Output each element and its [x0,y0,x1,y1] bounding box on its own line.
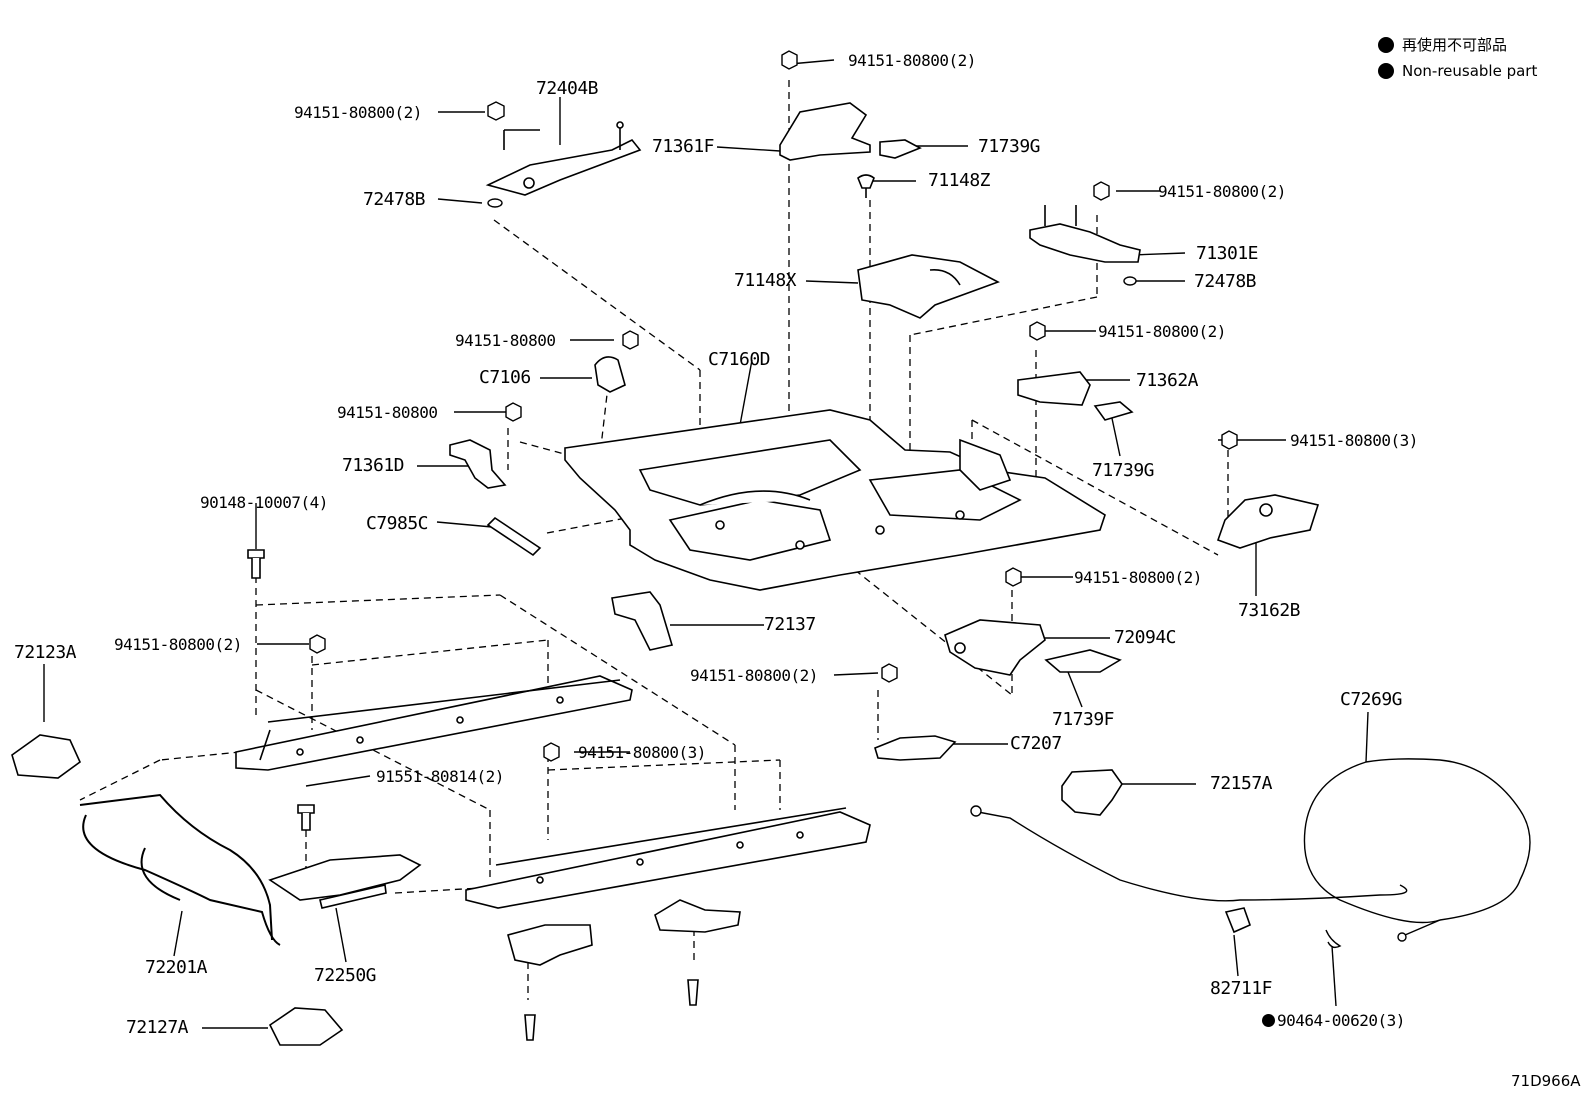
label-94151-80800-2-left[interactable]: 94151-80800(2) [114,635,242,654]
label-90464-00620-3[interactable]: 90464-00620(3) [1262,1011,1405,1031]
part-71739F [1044,649,1122,673]
part-left-rail [235,675,633,771]
part-72127A [268,1007,344,1046]
label-71739G-top[interactable]: 71739G [978,136,1041,157]
label-94151-80800-2-lower-center[interactable]: 94151-80800(2) [690,666,818,685]
nut-shapes [309,50,1238,762]
label-71148Z[interactable]: 71148Z [928,170,991,191]
label-C7160D[interactable]: C7160D [708,349,771,370]
label-94151-80800-2-mid-right[interactable]: 94151-80800(2) [1098,322,1226,341]
legend: 再使用不可部品 Non-reusable part [1378,32,1537,84]
label-94151-80800-upper[interactable]: 94151-80800 [455,331,556,350]
legend-en-text: Non-reusable part [1402,62,1538,80]
label-C7985C[interactable]: C7985C [366,513,429,534]
part-71301E [1029,205,1141,263]
label-71301E[interactable]: 71301E [1196,243,1259,264]
label-90464-text: 90464-00620(3) [1277,1011,1405,1030]
label-71362A[interactable]: 71362A [1136,370,1199,391]
legend-row-en: Non-reusable part [1378,58,1537,84]
label-94151-80800-2-center-right[interactable]: 94151-80800(2) [1074,568,1202,587]
part-C7106 [594,356,626,393]
label-C7106[interactable]: C7106 [479,367,531,388]
part-C7207 [874,735,957,761]
part-right-rail [465,807,871,909]
part-C7160D-frame [564,409,1106,591]
part-72157A [1061,769,1123,816]
part-82711F [1224,907,1252,934]
part-71361D [449,439,507,489]
label-72157A[interactable]: 72157A [1210,773,1273,794]
part-72123A [11,734,81,779]
part-90464 [1325,929,1342,949]
label-72478B-right[interactable]: 72478B [1194,271,1257,292]
part-90148-bolt [247,549,265,579]
label-82711F[interactable]: 82711F [1210,978,1273,999]
part-71148X [857,254,1000,319]
part-71739G-mid [1093,401,1134,421]
label-73162B[interactable]: 73162B [1238,600,1301,621]
label-72137[interactable]: 72137 [764,614,816,635]
part-72137 [611,591,674,651]
non-reusable-marker-icon [1262,1014,1275,1027]
part-71739G-top [879,139,922,159]
label-C7269G[interactable]: C7269G [1340,689,1403,710]
non-reusable-dot-icon [1378,63,1394,79]
label-94151-80800-2-top-right[interactable]: 94151-80800(2) [1158,182,1286,201]
part-71361F [779,102,871,161]
part-72094C [944,619,1046,676]
part-72404B [485,121,642,196]
label-94151-80800-lower[interactable]: 94151-80800 [337,403,438,422]
legend-row-jp: 再使用不可部品 [1378,32,1537,58]
label-71361F[interactable]: 71361F [652,136,715,157]
part-91551-bolt [297,804,315,831]
part-lower-bracket-left [507,924,593,1041]
label-72201A[interactable]: 72201A [145,957,208,978]
non-reusable-dot-icon [1378,37,1394,53]
part-C7269G-cable [1303,758,1531,942]
part-71362A [1017,371,1091,406]
label-72123A[interactable]: 72123A [14,642,77,663]
label-71739F[interactable]: 71739F [1052,709,1115,730]
label-72127A[interactable]: 72127A [126,1017,189,1038]
label-94151-80800-3-bottom[interactable]: 94151-80800(3) [578,743,706,762]
label-94151-80800-2-top-left[interactable]: 94151-80800(2) [294,103,422,122]
label-72478B-left[interactable]: 72478B [363,189,426,210]
label-90148-10007-4[interactable]: 90148-10007(4) [200,493,328,512]
label-94151-80800-3-right[interactable]: 94151-80800(3) [1290,431,1418,450]
label-72094C[interactable]: 72094C [1114,627,1177,648]
label-72404B[interactable]: 72404B [536,78,599,99]
part-72201A [79,793,281,946]
label-C7207[interactable]: C7207 [1010,733,1062,754]
part-73162B [1216,494,1320,549]
label-71739G-mid[interactable]: 71739G [1092,460,1155,481]
label-71361D[interactable]: 71361D [342,455,405,476]
part-71148Z [857,174,875,198]
part-lower-bracket-right [654,899,741,1006]
part-C7985C [486,516,542,557]
illustration-code: 71D966A [1511,1072,1581,1090]
part-cable-short [970,805,1408,902]
part-72250G [268,854,422,909]
label-72250G[interactable]: 72250G [314,965,377,986]
label-94151-80800-2-top-center[interactable]: 94151-80800(2) [848,51,976,70]
label-91551-80814-2[interactable]: 91551-80814(2) [376,767,504,786]
legend-jp-text: 再使用不可部品 [1402,36,1508,54]
label-71148X[interactable]: 71148X [734,270,797,291]
